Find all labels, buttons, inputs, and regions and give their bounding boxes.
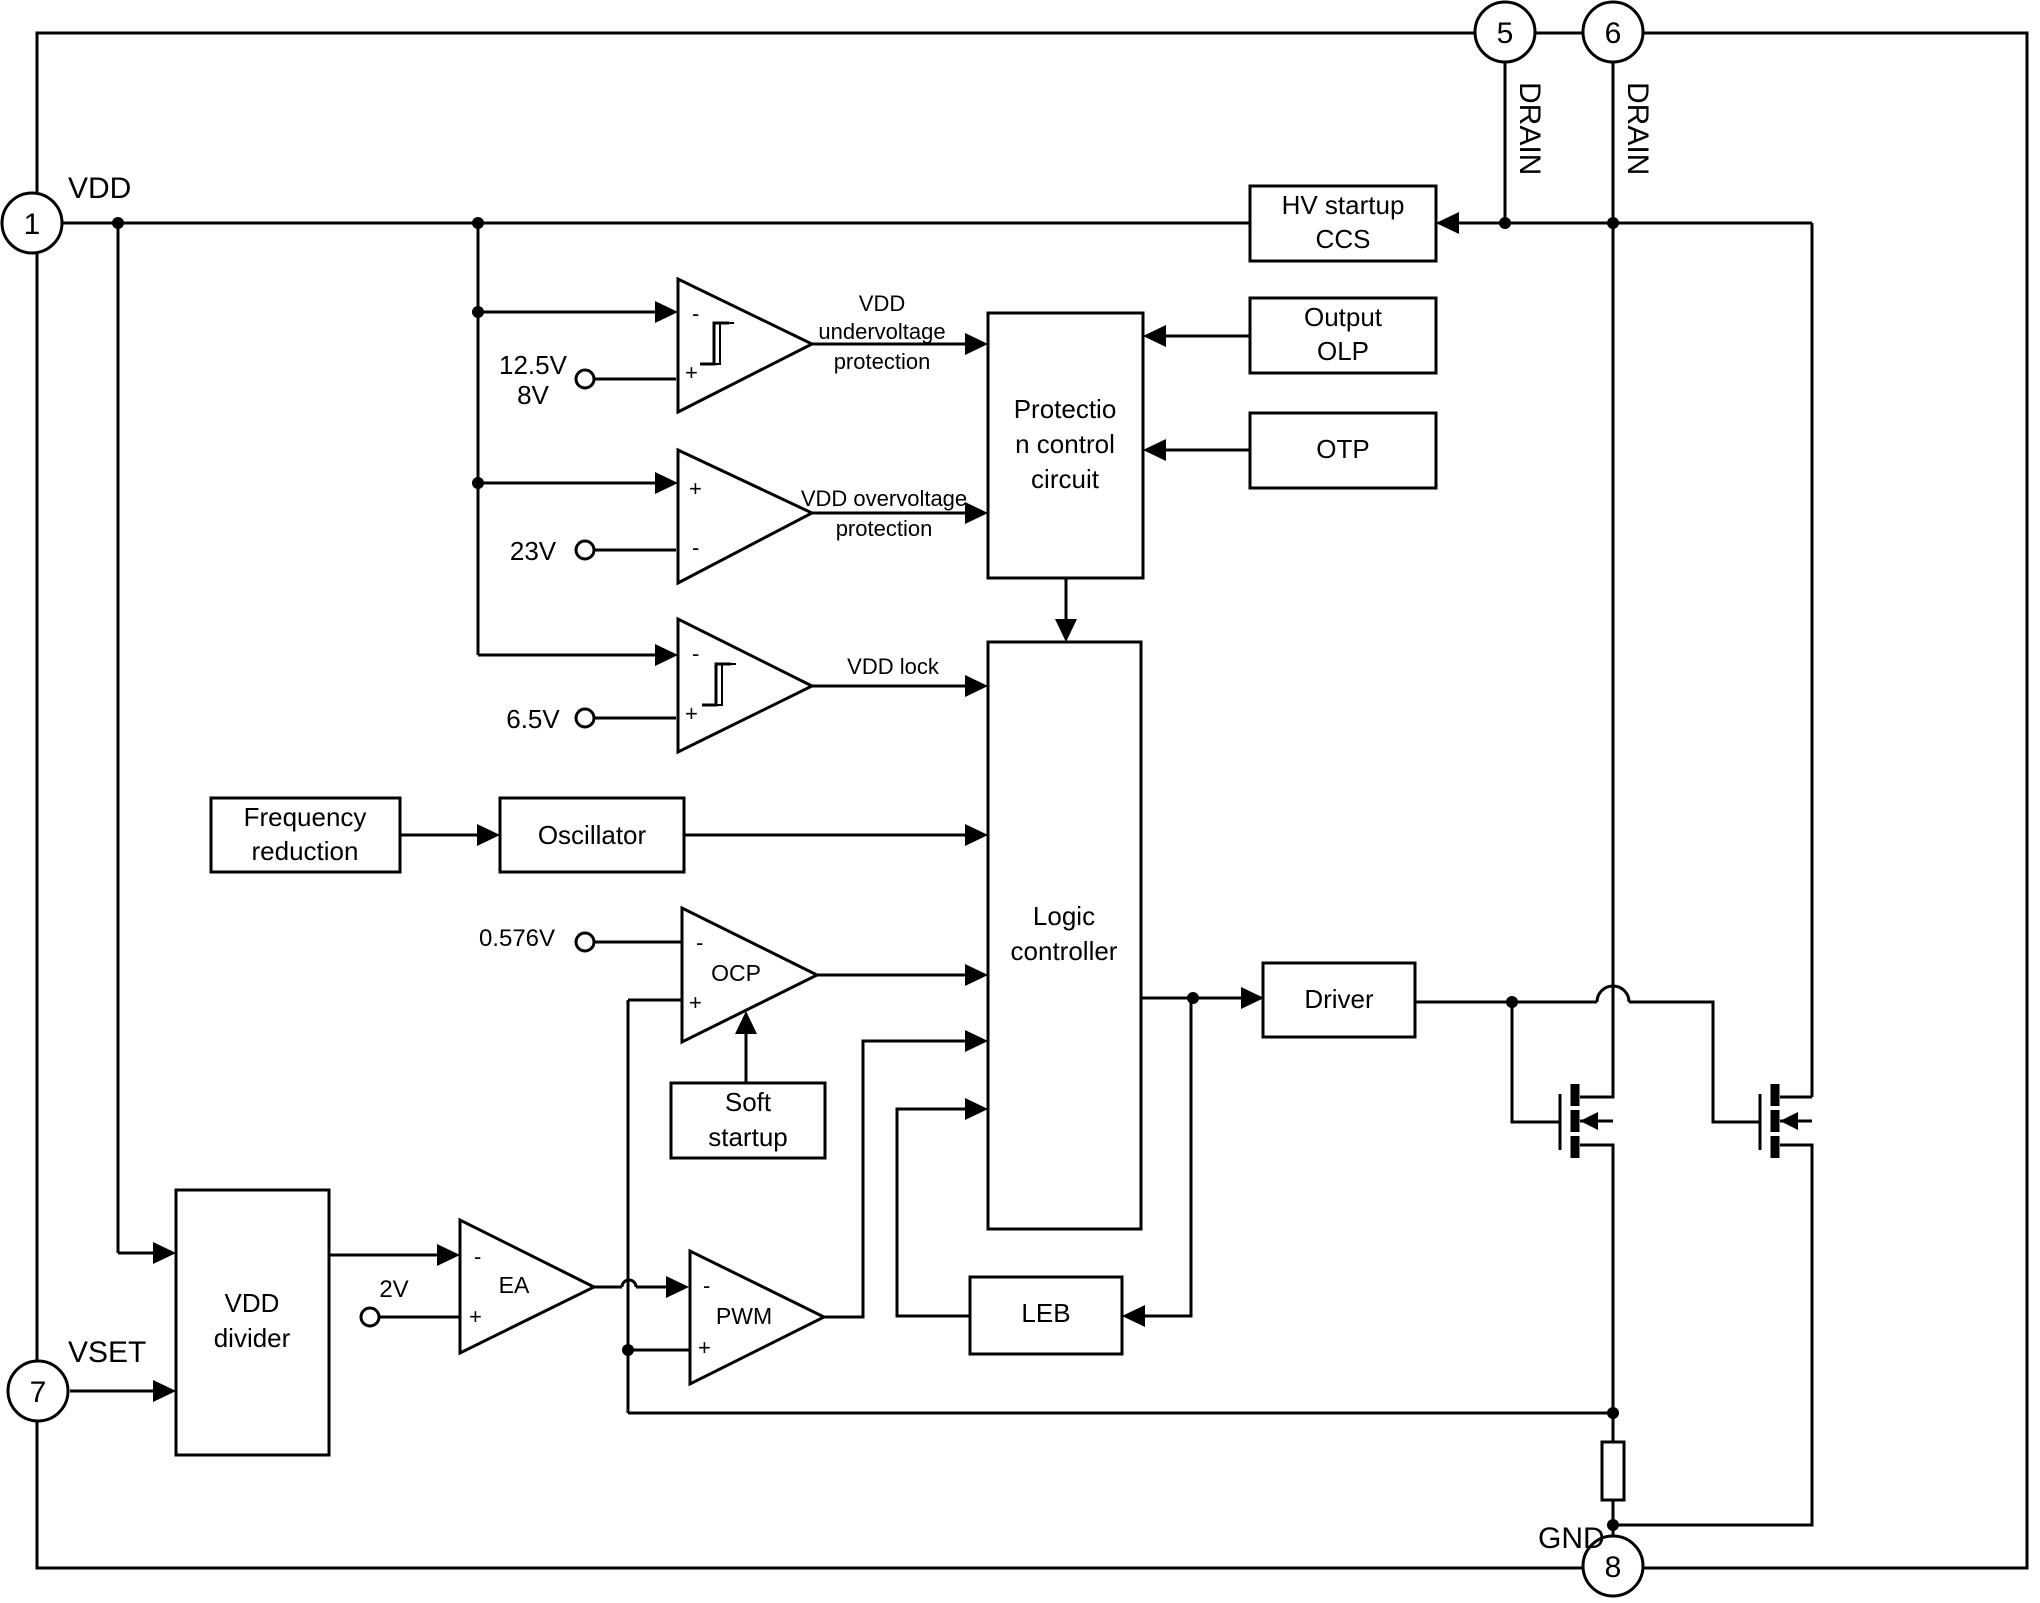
sense-resistor <box>1600 1440 1626 1502</box>
protection-line2: n control <box>1015 429 1115 459</box>
ea-ref-terminal <box>359 1306 381 1328</box>
pin-8-name: GND <box>1538 1522 1605 1555</box>
frequency-reduction-block: Frequency reduction <box>209 796 402 874</box>
ovp-minus: - <box>692 535 699 560</box>
wires <box>62 62 1814 1536</box>
otp-block: OTP <box>1248 411 1438 490</box>
hv-startup-line2: CCS <box>1316 224 1371 254</box>
lock-out-label: VDD lock <box>847 654 940 679</box>
pin-5-name: DRAIN <box>1513 82 1546 175</box>
lock-minus: - <box>692 641 699 666</box>
pwm-plus: + <box>698 1335 711 1360</box>
ea-plus: + <box>469 1304 482 1329</box>
pwm-label: PWM <box>716 1303 772 1329</box>
ea-ref-label: 2V <box>379 1276 408 1303</box>
ocp-comparator: - + OCP <box>680 905 821 1045</box>
oscillator-label: Oscillator <box>538 820 647 850</box>
output-olp-line2: OLP <box>1317 336 1369 366</box>
pin-1-name: VDD <box>68 172 131 205</box>
ocp-label: OCP <box>711 960 761 986</box>
mosfet-1 <box>1558 1084 1613 1158</box>
otp-label: OTP <box>1316 434 1369 464</box>
protection-control-block: Protectio n control circuit <box>986 311 1145 580</box>
uvp-out-line3: protection <box>834 349 931 374</box>
frequency-line1: Frequency <box>244 802 367 832</box>
ocp-minus: - <box>696 930 703 955</box>
lock-ref-terminal <box>574 707 596 729</box>
pin-7-number: 7 <box>30 1376 47 1409</box>
pin-7-name: VSET <box>68 1336 146 1369</box>
ocp-plus: + <box>689 990 702 1015</box>
uvp-minus: - <box>692 301 699 326</box>
hv-startup-ccs-block: HV startup CCS <box>1248 184 1438 263</box>
output-olp-line1: Output <box>1304 302 1383 332</box>
vdd-divider-line1: VDD <box>225 1288 280 1318</box>
uvp-ref-line1: 12.5V <box>499 350 568 380</box>
logic-line1: Logic <box>1033 901 1095 931</box>
soft-startup-line1: Soft <box>725 1087 772 1117</box>
uvp-comparator: - + <box>676 276 816 415</box>
vdd-divider-line2: divider <box>214 1323 291 1353</box>
uvp-out-line1: VDD <box>859 291 905 316</box>
driver-label: Driver <box>1304 984 1374 1014</box>
frequency-line2: reduction <box>252 836 359 866</box>
leb-block: LEB <box>968 1275 1124 1356</box>
logic-line2: controller <box>1011 936 1118 966</box>
uvp-plus: + <box>685 360 698 385</box>
pin-7-vset: 7 VSET <box>6 1336 146 1423</box>
pin-1-vdd: 1 VDD <box>0 172 131 255</box>
pin-1-number: 1 <box>24 208 41 241</box>
ocp-ref-terminal <box>574 931 596 953</box>
pin-8-number: 8 <box>1605 1551 1622 1584</box>
pin-6-name: DRAIN <box>1621 82 1654 175</box>
leb-label: LEB <box>1021 1298 1070 1328</box>
ovp-ref-label: 23V <box>510 536 557 566</box>
ea-minus: - <box>474 1244 481 1269</box>
pwm-comparator: - + PWM <box>688 1248 828 1387</box>
pin-6-drain: 6 DRAIN <box>1581 0 1654 175</box>
pwm-minus: - <box>703 1273 710 1298</box>
lock-ref-label: 6.5V <box>506 704 560 734</box>
junctions <box>112 217 1619 1531</box>
uvp-out-line2: undervoltage <box>818 319 945 344</box>
protection-line1: Protectio <box>1014 394 1117 424</box>
lock-plus: + <box>685 701 698 726</box>
pin-8-gnd: 8 GND <box>1538 1522 1645 1598</box>
output-olp-block: Output OLP <box>1248 296 1438 375</box>
ovp-out-line1: VDD overvoltage <box>801 486 967 511</box>
uvp-ref-line2: 8V <box>517 380 549 410</box>
ovp-plus: + <box>689 476 702 501</box>
mosfet-2 <box>1758 1084 1812 1158</box>
ovp-out-line2: protection <box>836 516 933 541</box>
pin-5-drain: 5 DRAIN <box>1473 0 1546 175</box>
logic-controller-block: Logic controller <box>986 640 1143 1231</box>
driver-block: Driver <box>1261 961 1417 1039</box>
protection-line3: circuit <box>1031 464 1100 494</box>
ovp-ref-terminal <box>574 539 596 561</box>
ovp-comparator: + - <box>676 447 816 586</box>
arrowheads <box>153 212 1459 1402</box>
oscillator-block: Oscillator <box>498 796 686 874</box>
chip-boundary <box>35 31 2029 1570</box>
ocp-ref-label: 0.576V <box>479 925 555 952</box>
hv-startup-line1: HV startup <box>1282 190 1405 220</box>
soft-startup-block: Soft startup <box>669 1081 827 1160</box>
ea-comparator: - + EA <box>458 1217 598 1356</box>
soft-startup-line2: startup <box>708 1122 788 1152</box>
pin-6-number: 6 <box>1605 17 1622 50</box>
pin-5-number: 5 <box>1497 17 1514 50</box>
lock-comparator: - + <box>676 616 816 755</box>
ea-label: EA <box>499 1272 530 1298</box>
uvp-ref-terminal <box>574 368 596 390</box>
vdd-divider-block: VDD divider <box>174 1188 331 1457</box>
